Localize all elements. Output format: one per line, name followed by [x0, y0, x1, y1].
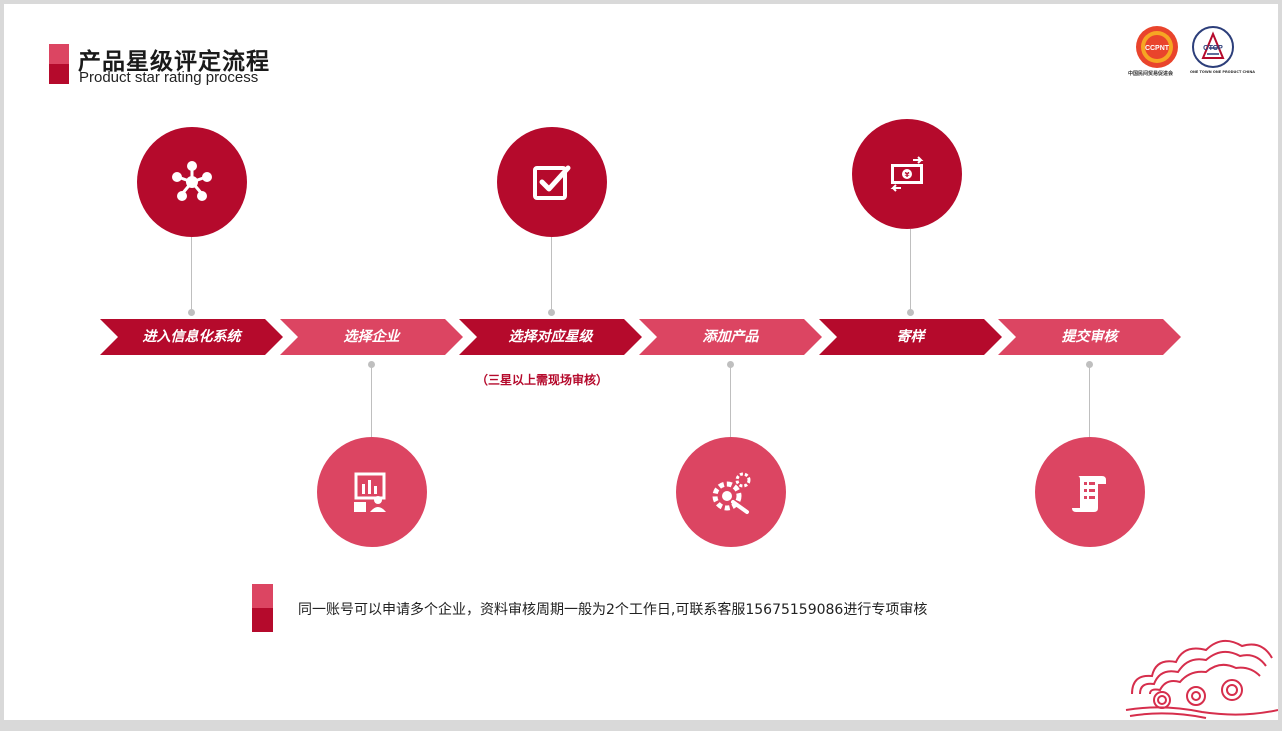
step-5-label: 寄样 — [896, 329, 925, 345]
presentation-icon — [354, 472, 386, 512]
ccpnt-logo: CCPNT 中国民间贸易促进会 — [1128, 24, 1182, 78]
auspicious-cloud-icon — [1125, 639, 1278, 719]
otop-caption: ONE TOWN ONE PRODUCT CHINA — [1190, 70, 1255, 74]
ccpnt-caption: 中国民间贸易促进会 — [1128, 71, 1174, 77]
step-3-circle — [497, 127, 607, 237]
step-2-label: 选择企业 — [343, 329, 400, 345]
scroll-list-icon — [1072, 476, 1106, 512]
step-3-note: （三星以上需现场审核） — [476, 373, 609, 387]
step-2-circle — [317, 437, 427, 547]
step-3-label: 选择对应星级 — [508, 329, 593, 345]
network-icon — [172, 161, 212, 201]
svg-text:¥: ¥ — [905, 171, 910, 179]
otop-badge-text: OTOP — [1203, 45, 1223, 52]
ccpnt-badge-text: CCPNT — [1145, 45, 1170, 52]
step-3-arrow: 选择对应星级 — [459, 319, 642, 355]
step-6-arrow: 提交审核 — [998, 319, 1181, 355]
slide: 产品星级评定流程 Product star rating process CCP… — [4, 4, 1278, 720]
step-5-arrow: 寄样 — [819, 319, 1002, 355]
step-2-arrow: 选择企业 — [280, 319, 463, 355]
step-1-circle — [137, 127, 247, 237]
step-1-label: 进入信息化系统 — [142, 329, 241, 345]
page-subtitle: Product star rating process — [79, 69, 259, 86]
step-4-circle — [676, 437, 786, 547]
step-4-label: 添加产品 — [702, 329, 759, 345]
step-1-arrow: 进入信息化系统 — [100, 319, 283, 355]
step-5-circle: ¥ — [852, 119, 962, 229]
footer-note: 同一账号可以申请多个企业，资料审核周期一般为2个工作日,可联系客服1567515… — [298, 602, 928, 618]
title-marker — [49, 44, 69, 84]
money-transfer-icon: ¥ — [890, 156, 924, 192]
step-6-circle — [1035, 437, 1145, 547]
checkbox-icon — [533, 165, 571, 200]
step-4-arrow: 添加产品 — [639, 319, 822, 355]
gear-wrench-icon — [712, 472, 751, 514]
otop-logo: OTOP ONE TOWN ONE PRODUCT CHINA — [1190, 24, 1255, 78]
footer-marker — [252, 584, 273, 632]
step-6-label: 提交审核 — [1061, 329, 1118, 345]
page-title: 产品星级评定流程 — [78, 49, 270, 75]
